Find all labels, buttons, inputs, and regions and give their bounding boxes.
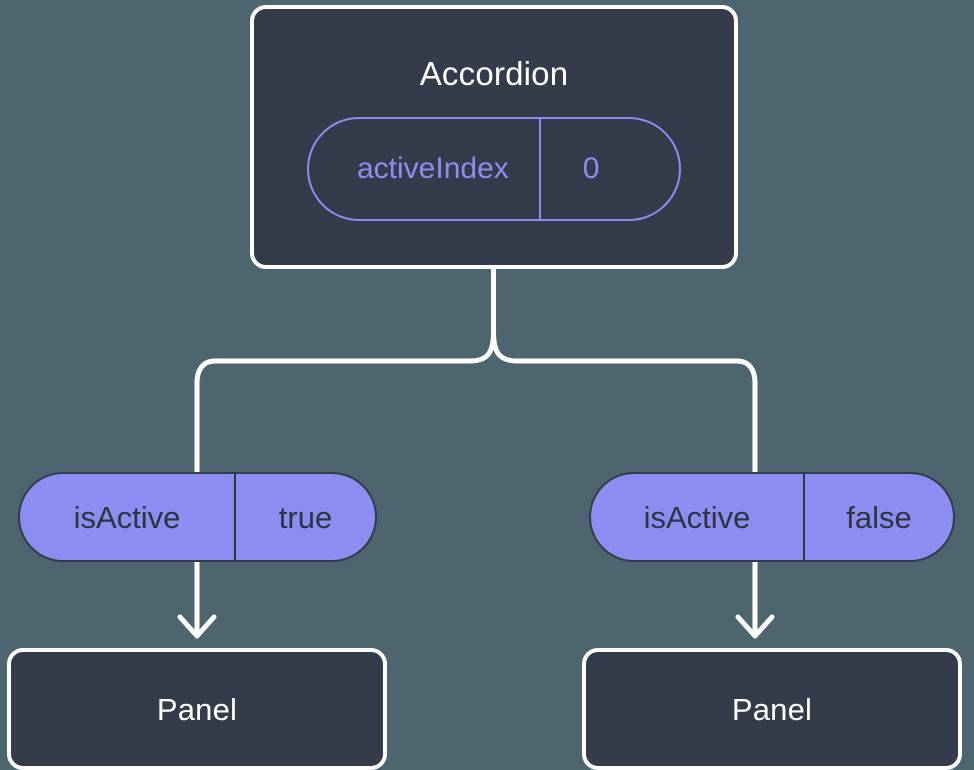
prop-pill-is-active-false[interactable]: isActive false: [589, 472, 955, 562]
prop-pill-key: isActive: [643, 499, 751, 535]
prop-pill-value: false: [803, 474, 953, 560]
component-node-panel-left-label: Panel: [156, 691, 238, 727]
component-node-panel-right-label: Panel: [731, 691, 813, 727]
component-node-accordion-label: Accordion: [419, 55, 569, 92]
arrow-right-pill-to-panel: [735, 562, 775, 639]
component-node-panel-right[interactable]: Panel: [582, 648, 962, 770]
state-pill-key: activeIndex: [357, 152, 509, 185]
connector-branch-left: [194, 331, 496, 472]
prop-pill-value: true: [234, 474, 375, 560]
state-pill-value: 0: [538, 119, 642, 219]
prop-pill-key: isActive: [73, 499, 181, 535]
arrow-left-pill-to-panel: [177, 562, 217, 639]
connector-branch-right: [491, 331, 758, 472]
state-pill-active-index[interactable]: activeIndex 0: [307, 117, 681, 221]
component-node-panel-left[interactable]: Panel: [7, 648, 387, 770]
prop-pill-is-active-true[interactable]: isActive true: [18, 472, 377, 562]
